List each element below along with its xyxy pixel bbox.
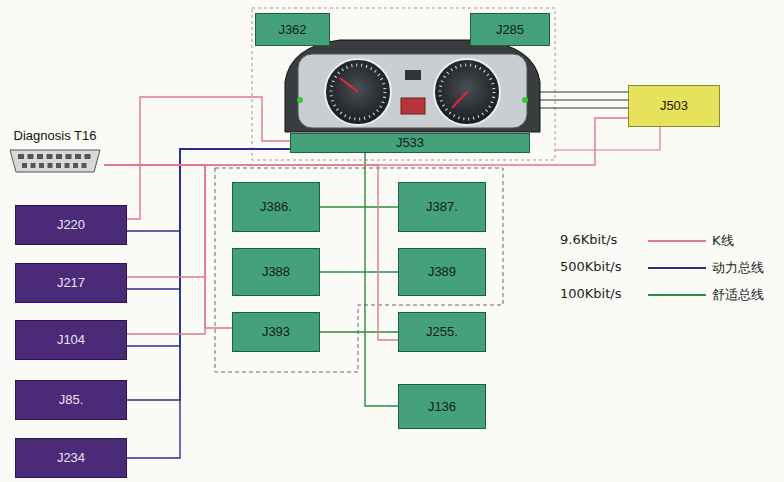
pin (65, 163, 70, 168)
gauge-ticks (440, 65, 494, 119)
module-box: J136 (398, 384, 486, 429)
module-box: J362 (255, 13, 330, 46)
pin (66, 154, 72, 159)
module-box: J388 (232, 248, 320, 296)
pin (85, 154, 91, 159)
pin (28, 154, 34, 159)
indicator-lamp (522, 97, 528, 103)
pin (31, 163, 36, 168)
gauge-needle (340, 78, 358, 92)
gauge-ticks (331, 65, 385, 119)
module-box: J234 (15, 438, 127, 478)
bus-speed: 500Kbit/s (560, 259, 621, 274)
bus-wire (104, 118, 628, 165)
module-box: J85. (15, 380, 127, 420)
legend-sample (648, 294, 706, 296)
wire (540, 91, 628, 92)
legend-sample (648, 240, 706, 242)
module-box: J386. (232, 182, 320, 232)
module-box: J217 (15, 263, 127, 303)
bus-speed: 9.6Kbit/s (560, 232, 617, 247)
module-label: J220 (57, 217, 85, 233)
speedometer (325, 59, 391, 125)
display (401, 98, 425, 114)
pin (39, 163, 44, 168)
wire (540, 99, 628, 100)
wire (540, 107, 628, 108)
pin (48, 163, 53, 168)
module-box: J387. (398, 182, 486, 232)
obd-connector (8, 148, 102, 174)
module-label: J503 (660, 98, 688, 114)
bus-wire (104, 165, 232, 328)
module-label: J217 (57, 275, 85, 291)
module-label: J234 (57, 450, 85, 466)
connector-shell (10, 150, 100, 172)
display (405, 70, 421, 80)
module-label: J533 (396, 135, 424, 151)
pin (56, 154, 62, 159)
indicator-lamp (297, 97, 303, 103)
legend-text: 舒适总线 (712, 286, 764, 304)
bus-wire (320, 271, 398, 272)
module-label: J393 (262, 324, 290, 340)
pin (37, 154, 43, 159)
module-label: J387. (426, 199, 458, 215)
wire (555, 127, 660, 150)
pin (75, 154, 81, 159)
bus-wire (320, 331, 398, 332)
gauge-needle (452, 92, 467, 108)
pin (47, 154, 53, 159)
pin (73, 163, 78, 168)
module-label: J104 (57, 332, 85, 348)
dashed-group (215, 168, 503, 372)
module-label: Diagnosis T16 (14, 128, 97, 144)
module-box: J393 (232, 312, 320, 352)
bus-speed: 100Kbit/s (560, 286, 621, 301)
pin (22, 163, 27, 168)
legend-sample (648, 267, 706, 269)
module-box: J285 (470, 13, 550, 46)
module-label: J285 (496, 22, 524, 38)
cluster-face (298, 54, 527, 128)
instrument-cluster (285, 40, 540, 132)
diagnosis-connector: Diagnosis T16 (6, 128, 104, 180)
module-label: J386. (260, 199, 292, 215)
module-box: J255. (398, 312, 486, 352)
tachometer (434, 59, 500, 125)
module-label: J85. (59, 392, 84, 408)
module-box: J389 (398, 248, 486, 296)
pin (82, 163, 87, 168)
module-label: J388 (262, 264, 290, 280)
module-label: J255. (426, 324, 458, 340)
module-label: J136 (428, 399, 456, 415)
pin (18, 154, 24, 159)
bus-wire (320, 206, 398, 207)
module-box: J104 (15, 320, 127, 360)
module-box: J503 (628, 85, 720, 127)
module-box: J220 (15, 205, 127, 245)
legend-text: K线 (712, 232, 734, 250)
pin (56, 163, 61, 168)
bus-wire (365, 153, 398, 406)
module-label: J362 (278, 22, 306, 38)
legend-text: 动力总线 (712, 259, 764, 277)
module-label: J389 (428, 264, 456, 280)
gateway-bar: J533 (290, 133, 530, 153)
dashed-group (252, 8, 555, 160)
bus-wire (104, 165, 205, 334)
